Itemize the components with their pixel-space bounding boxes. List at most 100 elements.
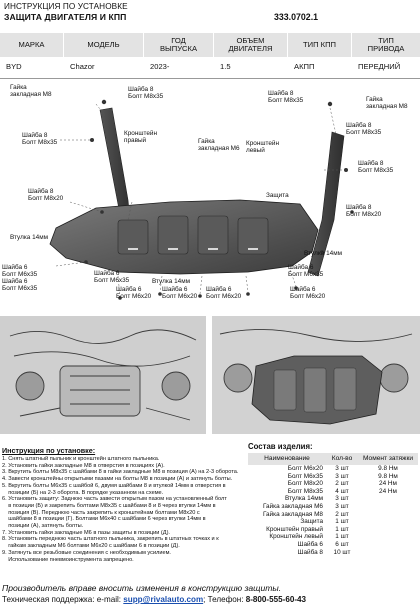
instruction-step: 1. Снять штатный пыльник и кронштейн шта… — [2, 456, 160, 462]
label-washer-bolt-m8x35-b: Шайба 8 Болт М8х35 — [22, 132, 58, 147]
instruction-step: шайбами 8 в позиции (Г). Болтами М6х40 с… — [2, 516, 206, 523]
kit-row: Втулка 14мм 3 шт — [248, 495, 418, 503]
phone-prefix: ; Телефон: — [203, 595, 246, 604]
product-title: ЗАЩИТА ДВИГАТЕЛЯ И КПП — [4, 12, 127, 22]
kit-item-name: Защита — [300, 518, 323, 526]
photo-underbody-installed — [212, 316, 420, 434]
kit-header-row: Наименование Кол-во Момент затяжки — [248, 453, 418, 465]
support-email-link[interactable]: supp@rivalauto.com — [123, 595, 204, 604]
kit-item-torque — [358, 503, 418, 511]
spec-year: 2023- — [150, 62, 170, 72]
kit-item-torque — [358, 518, 418, 526]
kit-item-qty: 3 шт — [335, 472, 349, 480]
kit-item-qty: 10 шт — [333, 548, 351, 556]
label-washer-bolt-m8x35-e: Шайба 8 Болт М8х35 — [358, 160, 394, 175]
spec-header-engine: ОБЪЕМ ДВИГАТЕЛЯ — [214, 33, 288, 57]
exploded-assembly-diagram: Гайка закладная М8 Шайба 8 Болт М8х35 Ша… — [0, 80, 420, 312]
spec-header-model: МОДЕЛЬ — [64, 33, 144, 57]
kit-item-name: Шайба 8 — [297, 548, 323, 556]
footer: Производитель вправе вносить изменения в… — [2, 583, 418, 605]
instruction-step: гайкам закладным М6 болтами М6х20 с шайб… — [2, 543, 180, 550]
kit-item-name: Шайба 6 — [297, 540, 323, 548]
instructions-list: 1. Снять штатный пыльник и кронштейн шта… — [2, 456, 244, 563]
spec-value-row: BYD Chazor 2023- 1.5 АКПП ПЕРЕДНИЙ — [0, 57, 420, 79]
label-nut-m6: Гайка закладная М6 — [198, 138, 240, 153]
spec-engine: 1.5 — [220, 62, 231, 72]
spec-header-engine-text: ОБЪЕМ ДВИГАТЕЛЯ — [228, 35, 273, 53]
spec-brand: BYD — [6, 62, 22, 72]
kit-row: Болт М6х35 3 шт 9.8 Нм — [248, 473, 418, 481]
label-washer-bolt-m6x20-b: Шайба 6 Болт М6х20 — [162, 286, 198, 301]
instruction-step: позиции (Б) на 2-3 оборота. В порядке ук… — [2, 489, 164, 496]
support-prefix: Техническая поддержка: e-mail: — [2, 595, 124, 604]
spec-gearbox: АКПП — [294, 62, 315, 72]
label-bushing-bottom: Втулка 14мм — [152, 278, 190, 285]
kit-item-qty: 3 шт — [335, 495, 349, 503]
kit-item-name: Болт М8х35 — [287, 487, 323, 495]
assembly-drawing — [49, 99, 354, 300]
kit-item-torque: 9.8 Нм — [378, 472, 398, 480]
kit-item-name: Болт М6х20 — [287, 465, 323, 472]
label-nut-m8-right: Гайка закладная М8 — [366, 96, 408, 111]
spec-model: Chazor — [70, 62, 95, 72]
kit-item-name: Гайка закладная М8 — [262, 510, 323, 518]
kit-item-qty: 2 шт — [335, 480, 349, 488]
instruction-step: 4. Завести кронштейны открытыми пазами н… — [2, 476, 233, 483]
instruction-step: 8. Установить переднюю часть штатного пы… — [2, 536, 219, 543]
kit-item-name: Втулка 14мм — [285, 495, 323, 503]
instruction-step: 3. Вкрутить болты М8х35 с шайбами 8 в га… — [2, 469, 239, 476]
label-washer-bolt-m6x20-c: Шайба 6 Болт М6х20 — [206, 286, 242, 301]
spec-header-drive-text: ТИП ПРИВОДА — [367, 35, 405, 53]
instruction-step: Использование пневмоинструмента запрещен… — [2, 556, 134, 563]
spec-header-brand: МАРКА — [0, 33, 64, 57]
kit-header-torque: Момент затяжки — [362, 455, 414, 462]
kit-item-qty: 1 шт — [335, 518, 349, 526]
leader-lines — [55, 103, 344, 297]
kit-item-qty: 2 шт — [335, 510, 349, 518]
label-bracket-left: Кронштейн левый — [246, 140, 279, 155]
kit-item-torque — [358, 511, 418, 519]
document-header: ИНСТРУКЦИЯ ПО УСТАНОВКЕ ЗАЩИТА ДВИГАТЕЛЯ… — [4, 2, 416, 24]
spec-header-year-text: ГОД ВЫПУСКА — [159, 35, 198, 53]
instruction-step: позиция (В). Переднюю часть закрепить к … — [2, 509, 200, 516]
instruction-step: 9. Затянуть все резьбовые соединения с н… — [2, 549, 171, 556]
kit-item-torque — [358, 533, 418, 541]
label-washer-bolt-m8x20-right: Шайба 8 Болт М8х20 — [346, 204, 382, 219]
underbody-installed-sketch — [212, 316, 420, 434]
instructions-title: Инструкция по установке: — [2, 446, 96, 455]
label-washer-bolt-m8x35-a: Шайба 8 Болт М8х35 — [128, 86, 164, 101]
instruction-step: позиции (А), затянуть болты. — [2, 523, 84, 530]
spec-drive: ПЕРЕДНИЙ — [358, 62, 401, 72]
label-washer-bolt-m6x20-d: Шайба 6 Болт М6х20 — [290, 286, 326, 301]
kit-item-name: Болт М8х20 — [287, 480, 323, 488]
kit-item-qty: 1 шт — [335, 533, 349, 541]
instruction-step: 5. Вкрутить болты М6х35 с шайбой 6, двум… — [2, 482, 226, 489]
kit-contents: Состав изделия: Наименование Кол-во Моме… — [248, 442, 418, 556]
spec-header-drive: ТИП ПРИВОДА — [352, 33, 420, 57]
label-protection: Защита — [266, 192, 289, 199]
kit-item-torque — [358, 526, 418, 534]
manufacturer-note: Производитель вправе вносить изменения в… — [2, 583, 282, 593]
label-nut-m8-left: Гайка закладная М8 — [10, 84, 52, 99]
kit-item-qty: 3 шт — [335, 465, 349, 472]
spec-header-row: МАРКА МОДЕЛЬ ГОД ВЫПУСКА ОБЪЕМ ДВИГАТЕЛЯ… — [0, 33, 420, 57]
kit-header-qty: Кол-во — [331, 455, 353, 462]
label-washer-bolt-m8x35-c: Шайба 8 Болт М8х35 — [268, 90, 304, 105]
installation-instructions: Инструкция по установке: 1. Снять штатны… — [2, 446, 244, 563]
plate-vents — [117, 215, 269, 255]
vehicle-spec-table: МАРКА МОДЕЛЬ ГОД ВЫПУСКА ОБЪЕМ ДВИГАТЕЛЯ… — [0, 33, 420, 79]
label-washer-bolt-m6x20-a: Шайба 6 Болт М6х20 — [116, 286, 152, 301]
plate-slots — [128, 248, 258, 250]
label-washer-bolt-m8x35-d: Шайба 8 Болт М8х35 — [346, 122, 382, 137]
support-phone: 8-800-555-60-43 — [245, 595, 307, 604]
spec-header-gearbox: ТИП КПП — [288, 33, 352, 57]
kit-item-name: Болт М6х35 — [287, 472, 323, 480]
